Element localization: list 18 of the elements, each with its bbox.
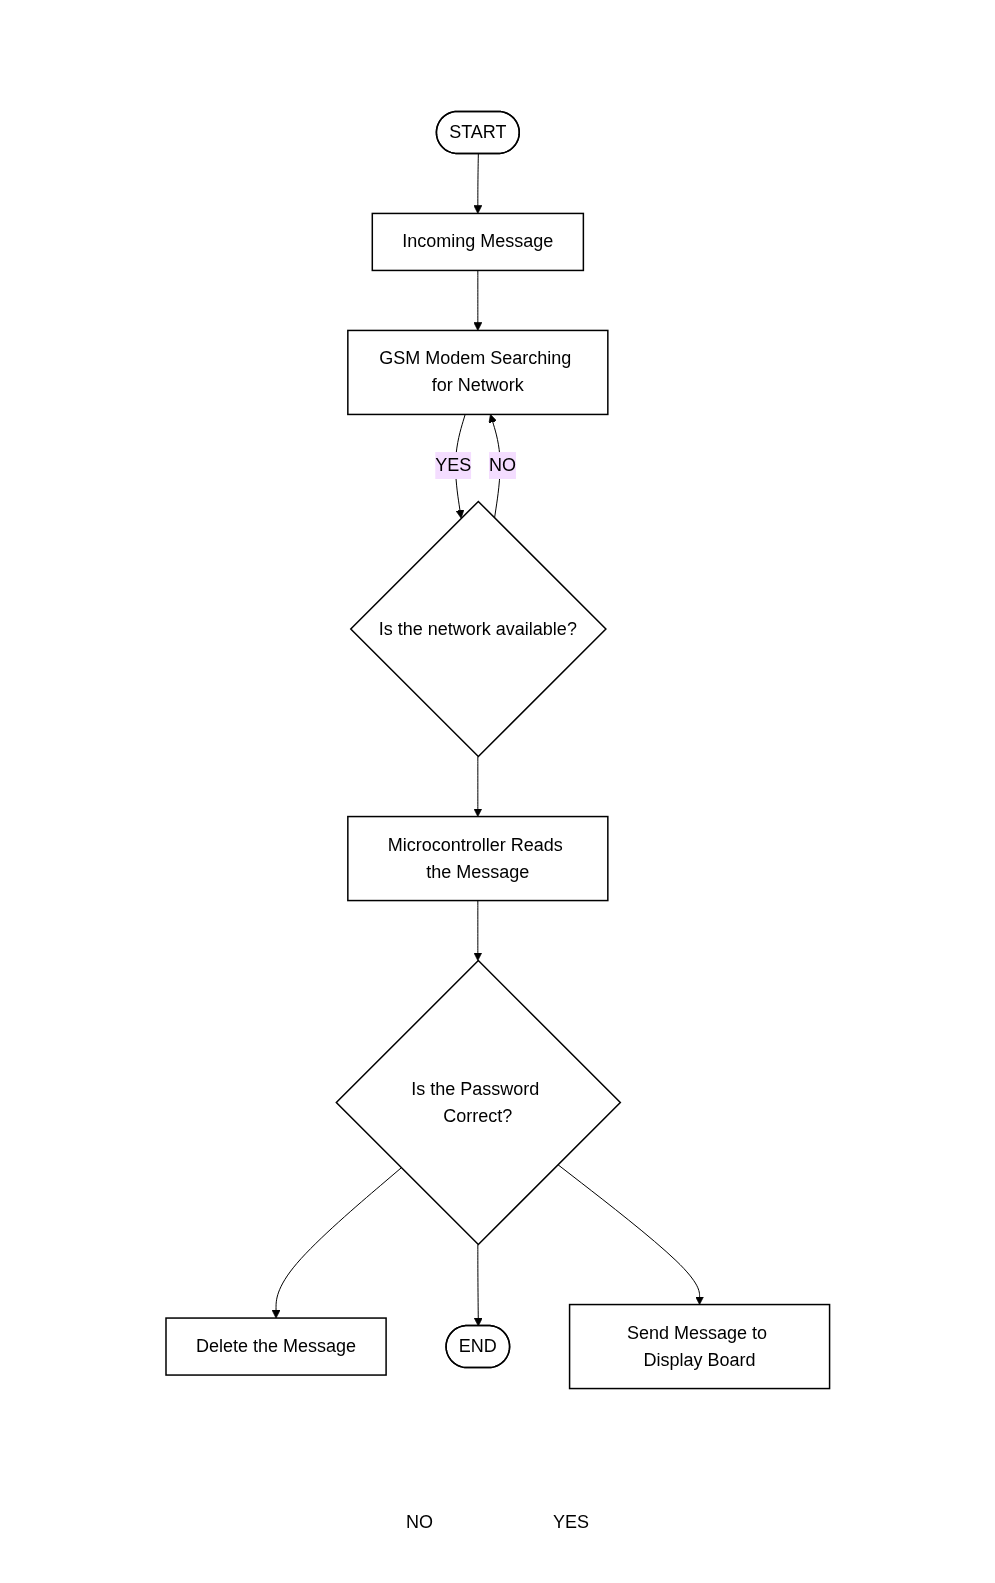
arrow xyxy=(473,756,482,817)
arrow xyxy=(473,1244,483,1327)
node-box: Microcontroller Reads the Message xyxy=(346,815,609,902)
node-diamond: Is the Password Correct? xyxy=(334,959,622,1246)
node-box: Send Message to Display Board xyxy=(568,1303,831,1390)
node-diamond: Is the network available? xyxy=(349,500,607,758)
branch-label: YES xyxy=(553,1512,589,1533)
edge-label: NO xyxy=(488,455,516,476)
arrow xyxy=(473,900,482,961)
branch-label: NO xyxy=(406,1512,433,1533)
arrow xyxy=(473,153,482,214)
arrow xyxy=(473,269,482,331)
node-box: GSM Modem Searching for Network xyxy=(346,329,609,416)
arrow xyxy=(557,1164,704,1305)
arrow xyxy=(271,1167,402,1319)
edge-label: YES xyxy=(434,455,471,476)
node-box: Incoming Message xyxy=(371,212,584,272)
node-box: Delete the Message xyxy=(164,1317,387,1376)
